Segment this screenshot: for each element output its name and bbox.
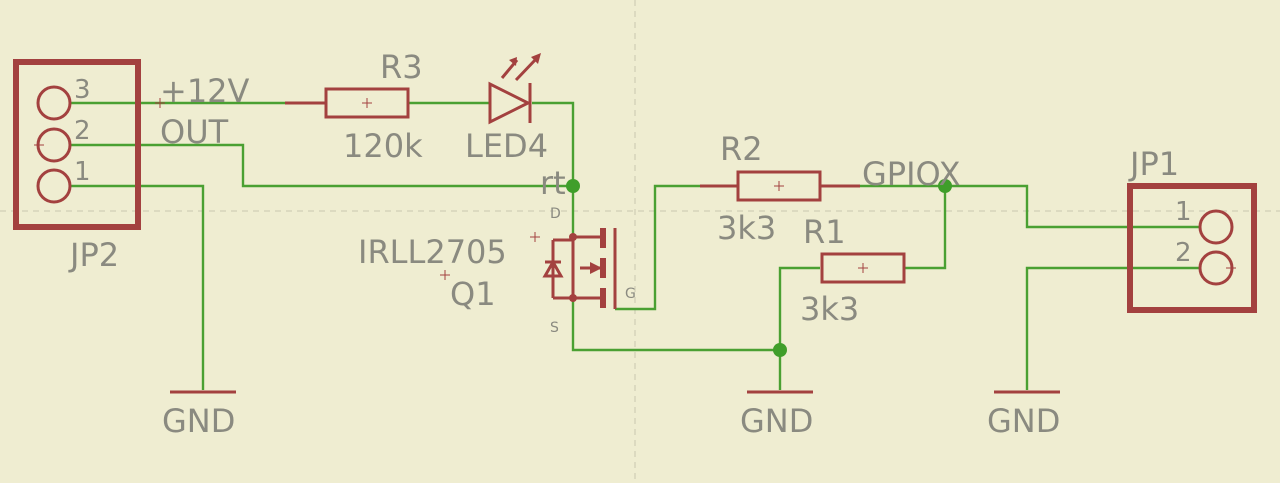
r1-name: R1 (803, 213, 846, 251)
resistor-r2[interactable] (700, 170, 860, 202)
led-symbol[interactable] (488, 53, 541, 125)
jp1-pin-1[interactable] (1198, 209, 1234, 245)
r1-value: 3k3 (800, 290, 859, 328)
gnd-label-middle: GND (740, 402, 813, 440)
wire-source-gnd[interactable] (571, 298, 780, 352)
resistor-r3[interactable] (285, 87, 410, 119)
junction-rt (566, 179, 580, 193)
wire-r1-gnd[interactable] (778, 266, 820, 390)
r2-name: R2 (720, 130, 763, 168)
mosfet-q1[interactable] (542, 228, 617, 309)
jp1-label: JP1 (1128, 145, 1179, 183)
net-label-gpiox: GPIOX (862, 155, 961, 193)
r3-name: R3 (380, 48, 423, 86)
wire-led-drain[interactable] (532, 101, 575, 186)
jp1-pin-label-1: 1 (1175, 197, 1192, 227)
jp2-pin-1[interactable] (36, 168, 72, 204)
q1-pin-g: G (625, 286, 636, 302)
q1-pin-d: D (550, 206, 561, 222)
jp2-pin-label-1: 1 (74, 157, 91, 187)
jp2-pin-3[interactable] (36, 85, 72, 121)
jp2-label: JP2 (68, 236, 119, 274)
net-label-rt: rt (540, 164, 566, 202)
q1-pin-s: S (550, 320, 559, 336)
jp2-pin-label-2: 2 (74, 116, 91, 146)
jp1-pin-label-2: 2 (1175, 238, 1192, 268)
gnd-label-right: GND (987, 402, 1060, 440)
wire-jp2-gnd[interactable] (70, 184, 205, 390)
connector-jp2[interactable]: 3 2 1 (13, 59, 141, 230)
junction-gpiox (938, 179, 952, 193)
r3-value: 120k (343, 127, 423, 165)
wire-out[interactable] (70, 143, 573, 188)
wire-r1-gpiox[interactable] (905, 186, 947, 270)
wire-gate-r2[interactable] (615, 184, 700, 311)
wire-jp1-gnd[interactable] (1025, 266, 1200, 390)
gnd-label-left: GND (162, 402, 235, 440)
r2-value: 3k3 (717, 209, 776, 247)
net-label-out: OUT (160, 113, 229, 151)
junction-gnd (773, 343, 787, 357)
net-label-12v: +12V (160, 72, 250, 110)
wires (70, 101, 1200, 390)
led-name: LED4 (465, 127, 548, 165)
jp2-pin-label-3: 3 (74, 75, 91, 105)
connector-jp1[interactable]: 1 2 (1127, 183, 1257, 313)
q1-name: Q1 (450, 275, 496, 313)
q1-part: IRLL2705 (358, 233, 507, 271)
resistor-r1[interactable] (820, 252, 906, 284)
